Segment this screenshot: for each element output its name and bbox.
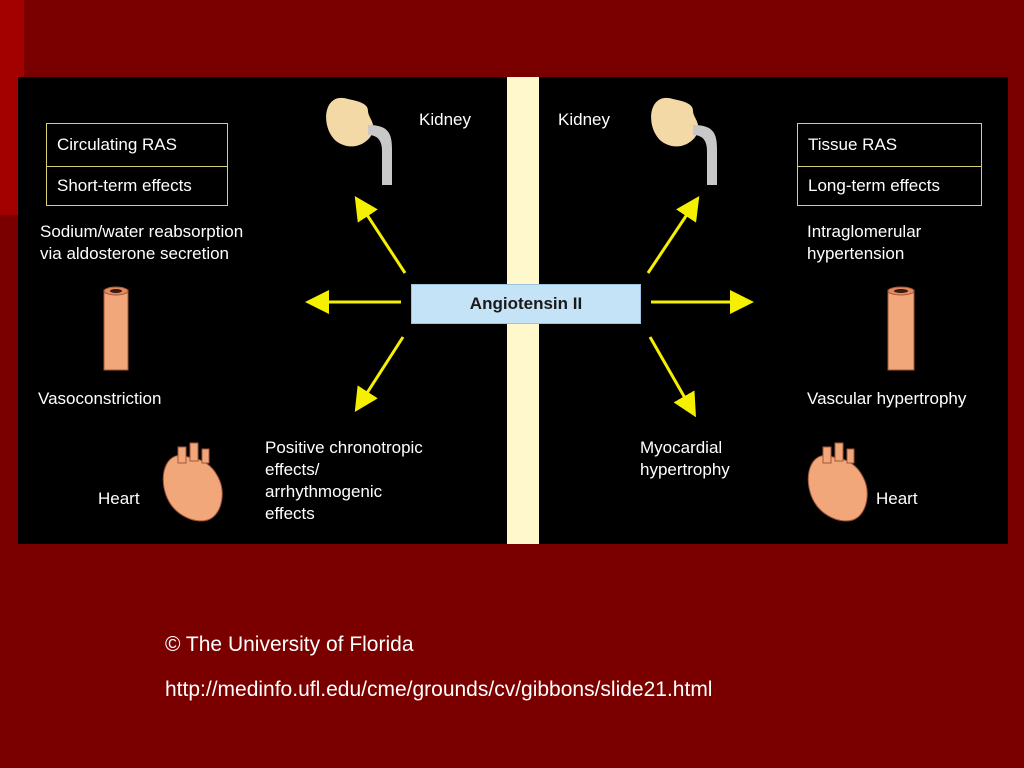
left-kidney-label: Kidney: [419, 110, 471, 129]
heart-icon: [807, 442, 868, 522]
arrow-icon: [305, 195, 754, 418]
right-myo-label: Myocardial hypertrophy: [640, 438, 730, 479]
right-kidney-label: Kidney: [558, 110, 610, 129]
left-sodium-label: Sodium/water reabsorption via aldosteron…: [40, 222, 244, 263]
left-box-subtitle: Short-term effects: [46, 166, 228, 206]
kidney-icon: [651, 97, 717, 185]
diagram-graphics: [103, 97, 915, 522]
left-chrono-label: Positive chronotropic effects/ arrhythmo…: [265, 438, 423, 523]
vessel-icon: [103, 286, 129, 371]
right-heart-label: Heart: [876, 489, 918, 508]
right-box-subtitle: Long-term effects: [797, 166, 982, 206]
copyright-text: © The University of Florida: [165, 633, 414, 656]
kidney-icon: [326, 97, 392, 185]
source-url[interactable]: http://medinfo.ufl.edu/cme/grounds/cv/gi…: [165, 678, 713, 701]
angiotensin-box: Angiotensin II: [411, 284, 641, 324]
left-heart-label: Heart: [98, 489, 140, 508]
diagram-panel: Circulating RAS Short-term effects Tissu…: [18, 77, 1008, 544]
right-vascular-label: Vascular hypertrophy: [807, 389, 967, 408]
right-intra-label: Intraglomerular hypertension: [807, 222, 922, 263]
heart-icon: [162, 442, 223, 522]
left-vaso-label: Vasoconstriction: [38, 389, 162, 408]
vessel-icon: [887, 286, 915, 371]
